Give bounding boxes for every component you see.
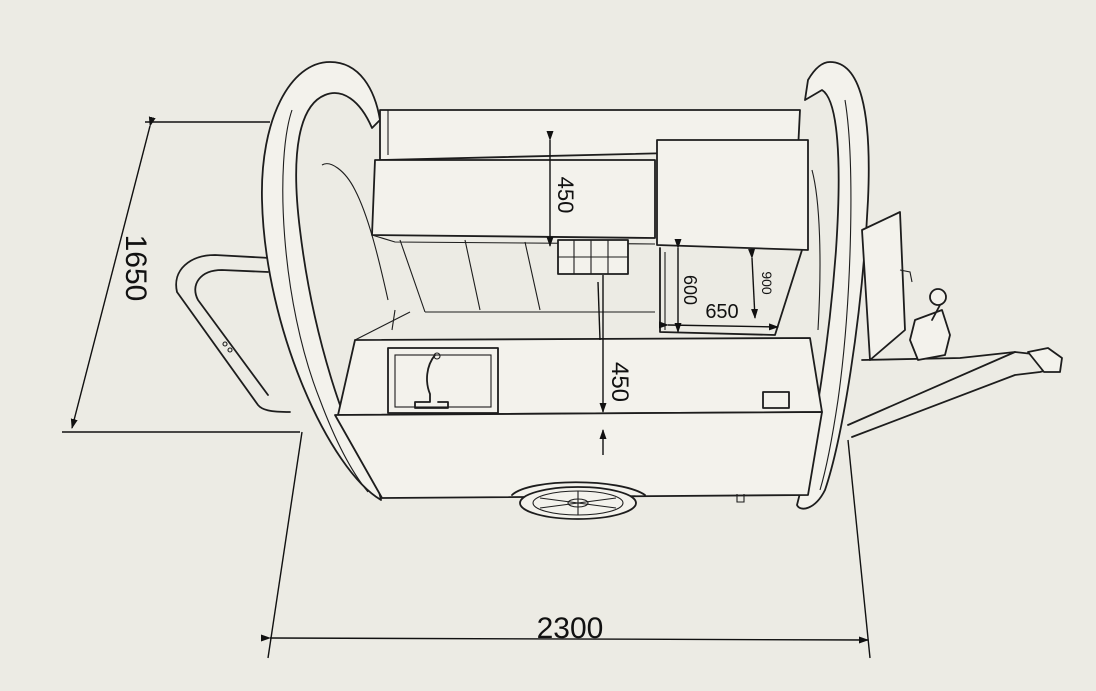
switch-box <box>762 391 790 409</box>
dim-line-450-leader <box>597 281 601 341</box>
right-cabinet <box>656 139 809 251</box>
right-arch-inner <box>811 169 821 331</box>
label-cabinet-width: 650 <box>705 301 738 323</box>
dim-line-2300 <box>260 634 869 644</box>
rivet <box>222 341 228 347</box>
dim-line-900 <box>748 248 759 319</box>
label-cabinet-height: 600 <box>680 275 700 305</box>
coupler-head <box>1027 347 1063 373</box>
side-box <box>861 211 906 361</box>
side-box-latch <box>899 269 913 283</box>
wheel <box>511 481 646 520</box>
dimension-labels: 1650 2300 450 450 600 650 900 <box>119 177 775 645</box>
drawbar-upper <box>861 351 1016 361</box>
jockey-handle <box>929 288 947 306</box>
drain-tap <box>736 494 745 503</box>
left-arch-rib <box>282 109 369 493</box>
label-cabinet-depth: 900 <box>759 271 775 295</box>
right-arch-rib <box>819 99 852 491</box>
ext-line-2300-left <box>267 431 303 659</box>
label-overall-width: 1650 <box>119 235 152 302</box>
dim-line-1650 <box>70 116 156 429</box>
dim-line-650 <box>658 321 779 331</box>
rear-handle-frame <box>175 254 291 413</box>
right-cabinet-opening <box>659 247 803 336</box>
upper-shelf <box>371 159 656 239</box>
sink <box>387 347 499 414</box>
dimension-lines <box>62 116 871 659</box>
faucet <box>414 354 449 409</box>
trailer-body <box>175 61 1063 520</box>
rear-handle-inner <box>194 269 269 396</box>
left-arch-inner <box>321 163 389 301</box>
ext-line-2300-right <box>847 439 871 659</box>
jockey-wheel <box>909 309 951 361</box>
counter-side-edge <box>354 311 411 341</box>
back-panels <box>399 239 655 313</box>
rivet <box>227 347 233 353</box>
front-panel <box>334 411 823 499</box>
jockey-stem <box>931 304 941 321</box>
basket-rack <box>557 239 629 275</box>
label-counter-drop: 450 <box>606 362 633 402</box>
drawbar <box>847 351 1056 438</box>
label-upper-shelf-height: 450 <box>553 177 578 214</box>
label-overall-length: 2300 <box>537 612 604 645</box>
